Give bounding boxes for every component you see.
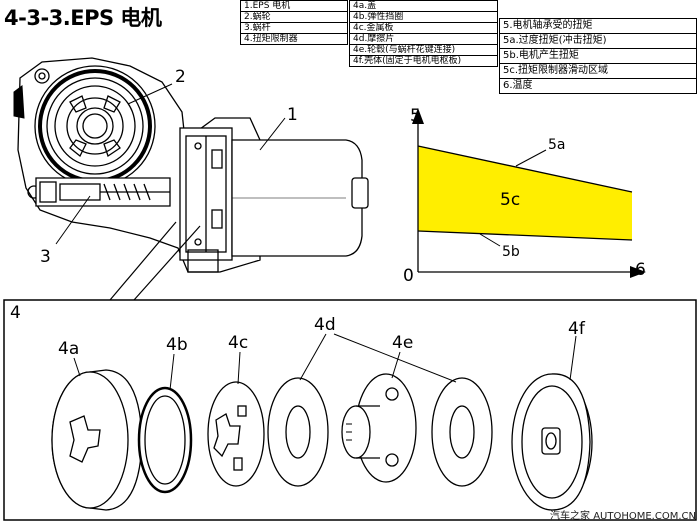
y-axis-arrow bbox=[412, 108, 424, 124]
motor-torque-line bbox=[417, 230, 633, 241]
exploded-labels bbox=[73, 333, 577, 391]
motor-callouts: 1 2 3 bbox=[40, 67, 298, 301]
box-label-4: 4 bbox=[10, 303, 21, 323]
page-title: 4-3-3.EPS 电机 bbox=[4, 6, 162, 30]
x-axis-arrow bbox=[630, 266, 646, 278]
part-4d-friction-disc-left bbox=[267, 377, 329, 487]
part-4a-cover bbox=[51, 369, 143, 511]
callout-3: 3 bbox=[40, 247, 51, 267]
overload-torque-line bbox=[417, 145, 633, 193]
motor-assembly-drawing bbox=[13, 57, 369, 273]
part-4f-housing bbox=[511, 373, 593, 511]
y-axis-label: 5 bbox=[410, 106, 421, 126]
label-4c: 4c bbox=[228, 333, 248, 353]
slip-region bbox=[418, 146, 632, 240]
watermark: 汽车之家 AUTOHOME.COM.CN bbox=[550, 511, 696, 522]
part-4e-hub bbox=[341, 373, 417, 483]
legend-item: 6.温度 bbox=[499, 78, 697, 94]
label-5a: 5a bbox=[548, 137, 566, 153]
callout-1: 1 bbox=[287, 105, 298, 125]
legend-limiter-parts: 4a.盖 4b.弹性挡圈 4c.金属板 4d.摩擦片 4e.轮毂(与蜗杆花键连接… bbox=[349, 0, 498, 67]
label-4a: 4a bbox=[58, 339, 79, 359]
legend-main-parts: 1.EPS 电机 2.蜗轮 3.蜗杆 4.扭矩限制器 bbox=[240, 0, 348, 45]
origin-label: 0 bbox=[403, 266, 414, 286]
label-4e: 4e bbox=[392, 333, 413, 353]
torque-temperature-graph: 5 0 6 5a 5c 5b bbox=[403, 106, 646, 286]
exploded-parts bbox=[51, 369, 593, 511]
part-4b-snap-ring bbox=[137, 386, 193, 494]
label-4b: 4b bbox=[166, 335, 188, 355]
label-4d: 4d bbox=[314, 315, 336, 335]
legend-item: 4f.壳体(固定于电机电枢板) bbox=[349, 55, 498, 67]
part-4d-friction-disc-right bbox=[431, 377, 493, 487]
x-axis-label: 6 bbox=[635, 260, 646, 280]
label-5c: 5c bbox=[500, 190, 520, 210]
label-4f: 4f bbox=[568, 319, 586, 339]
callout-2: 2 bbox=[175, 67, 186, 87]
legend-graph: 5.电机轴承受的扭矩 5a.过度扭矩(冲击扭矩) 5b.电机产生扭矩 5c.扭矩… bbox=[499, 18, 697, 94]
part-4c-metal-plate bbox=[207, 381, 265, 487]
legend-item: 4.扭矩限制器 bbox=[240, 33, 348, 45]
label-5b: 5b bbox=[502, 244, 520, 260]
